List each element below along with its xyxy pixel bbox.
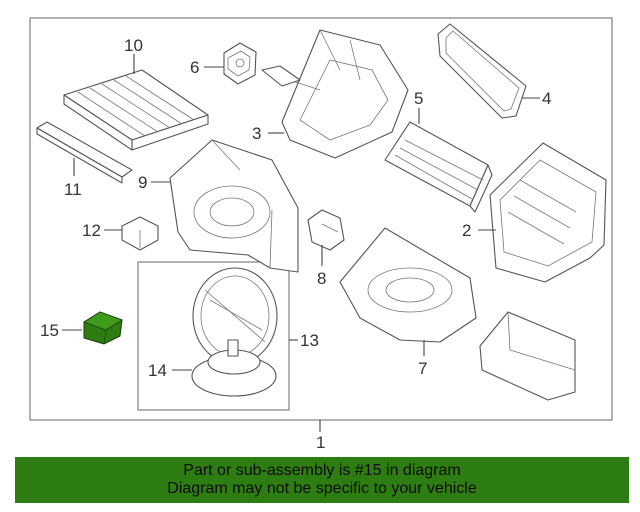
callout-8: 8	[317, 269, 326, 288]
heater-unit-part[interactable]	[489, 142, 607, 283]
assembly-frame	[29, 17, 613, 421]
callout-1: 1	[316, 433, 325, 452]
callout-14: 14	[148, 361, 167, 380]
callout-3: 3	[252, 124, 261, 143]
leader-lines	[62, 54, 540, 432]
blower-housing-part[interactable]	[169, 139, 299, 273]
duct-part[interactable]	[479, 311, 576, 401]
evaporator-part[interactable]	[384, 121, 493, 213]
cabin-filter-part[interactable]	[63, 69, 209, 151]
callout-11: 11	[64, 180, 82, 199]
switch-8-part[interactable]	[307, 209, 345, 251]
parts-diagram: 10 6 3 4 5 11 9 12 8 2 7 13 14 15 1	[29, 17, 613, 452]
lower-case-part[interactable]	[339, 227, 477, 343]
resistor-12-part[interactable]	[121, 216, 159, 251]
callout-10: 10	[124, 36, 143, 55]
callout-12: 12	[82, 221, 101, 240]
filter-cover-part[interactable]	[36, 121, 133, 184]
banner-line-1: Part or sub-assembly is #15 in diagram	[183, 462, 461, 479]
callout-4: 4	[542, 89, 551, 108]
banner-line-2: Diagram may not be specific to your vehi…	[167, 480, 477, 497]
callout-5: 5	[414, 89, 423, 108]
gasket-part[interactable]	[437, 23, 527, 119]
callout-9: 9	[138, 173, 147, 192]
callout-7: 7	[418, 359, 427, 378]
info-banner: Part or sub-assembly is #15 in diagram D…	[15, 457, 629, 503]
callout-13: 13	[300, 331, 319, 350]
intake-duct-part[interactable]	[261, 29, 409, 159]
blower-motor-part[interactable]	[191, 339, 277, 397]
callout-2: 2	[462, 221, 471, 240]
subassembly-box-13	[137, 261, 290, 411]
actuator-6-part[interactable]	[223, 42, 257, 85]
highlighted-part-15[interactable]	[83, 311, 123, 345]
callout-6: 6	[190, 58, 199, 77]
callout-15: 15	[40, 321, 59, 340]
